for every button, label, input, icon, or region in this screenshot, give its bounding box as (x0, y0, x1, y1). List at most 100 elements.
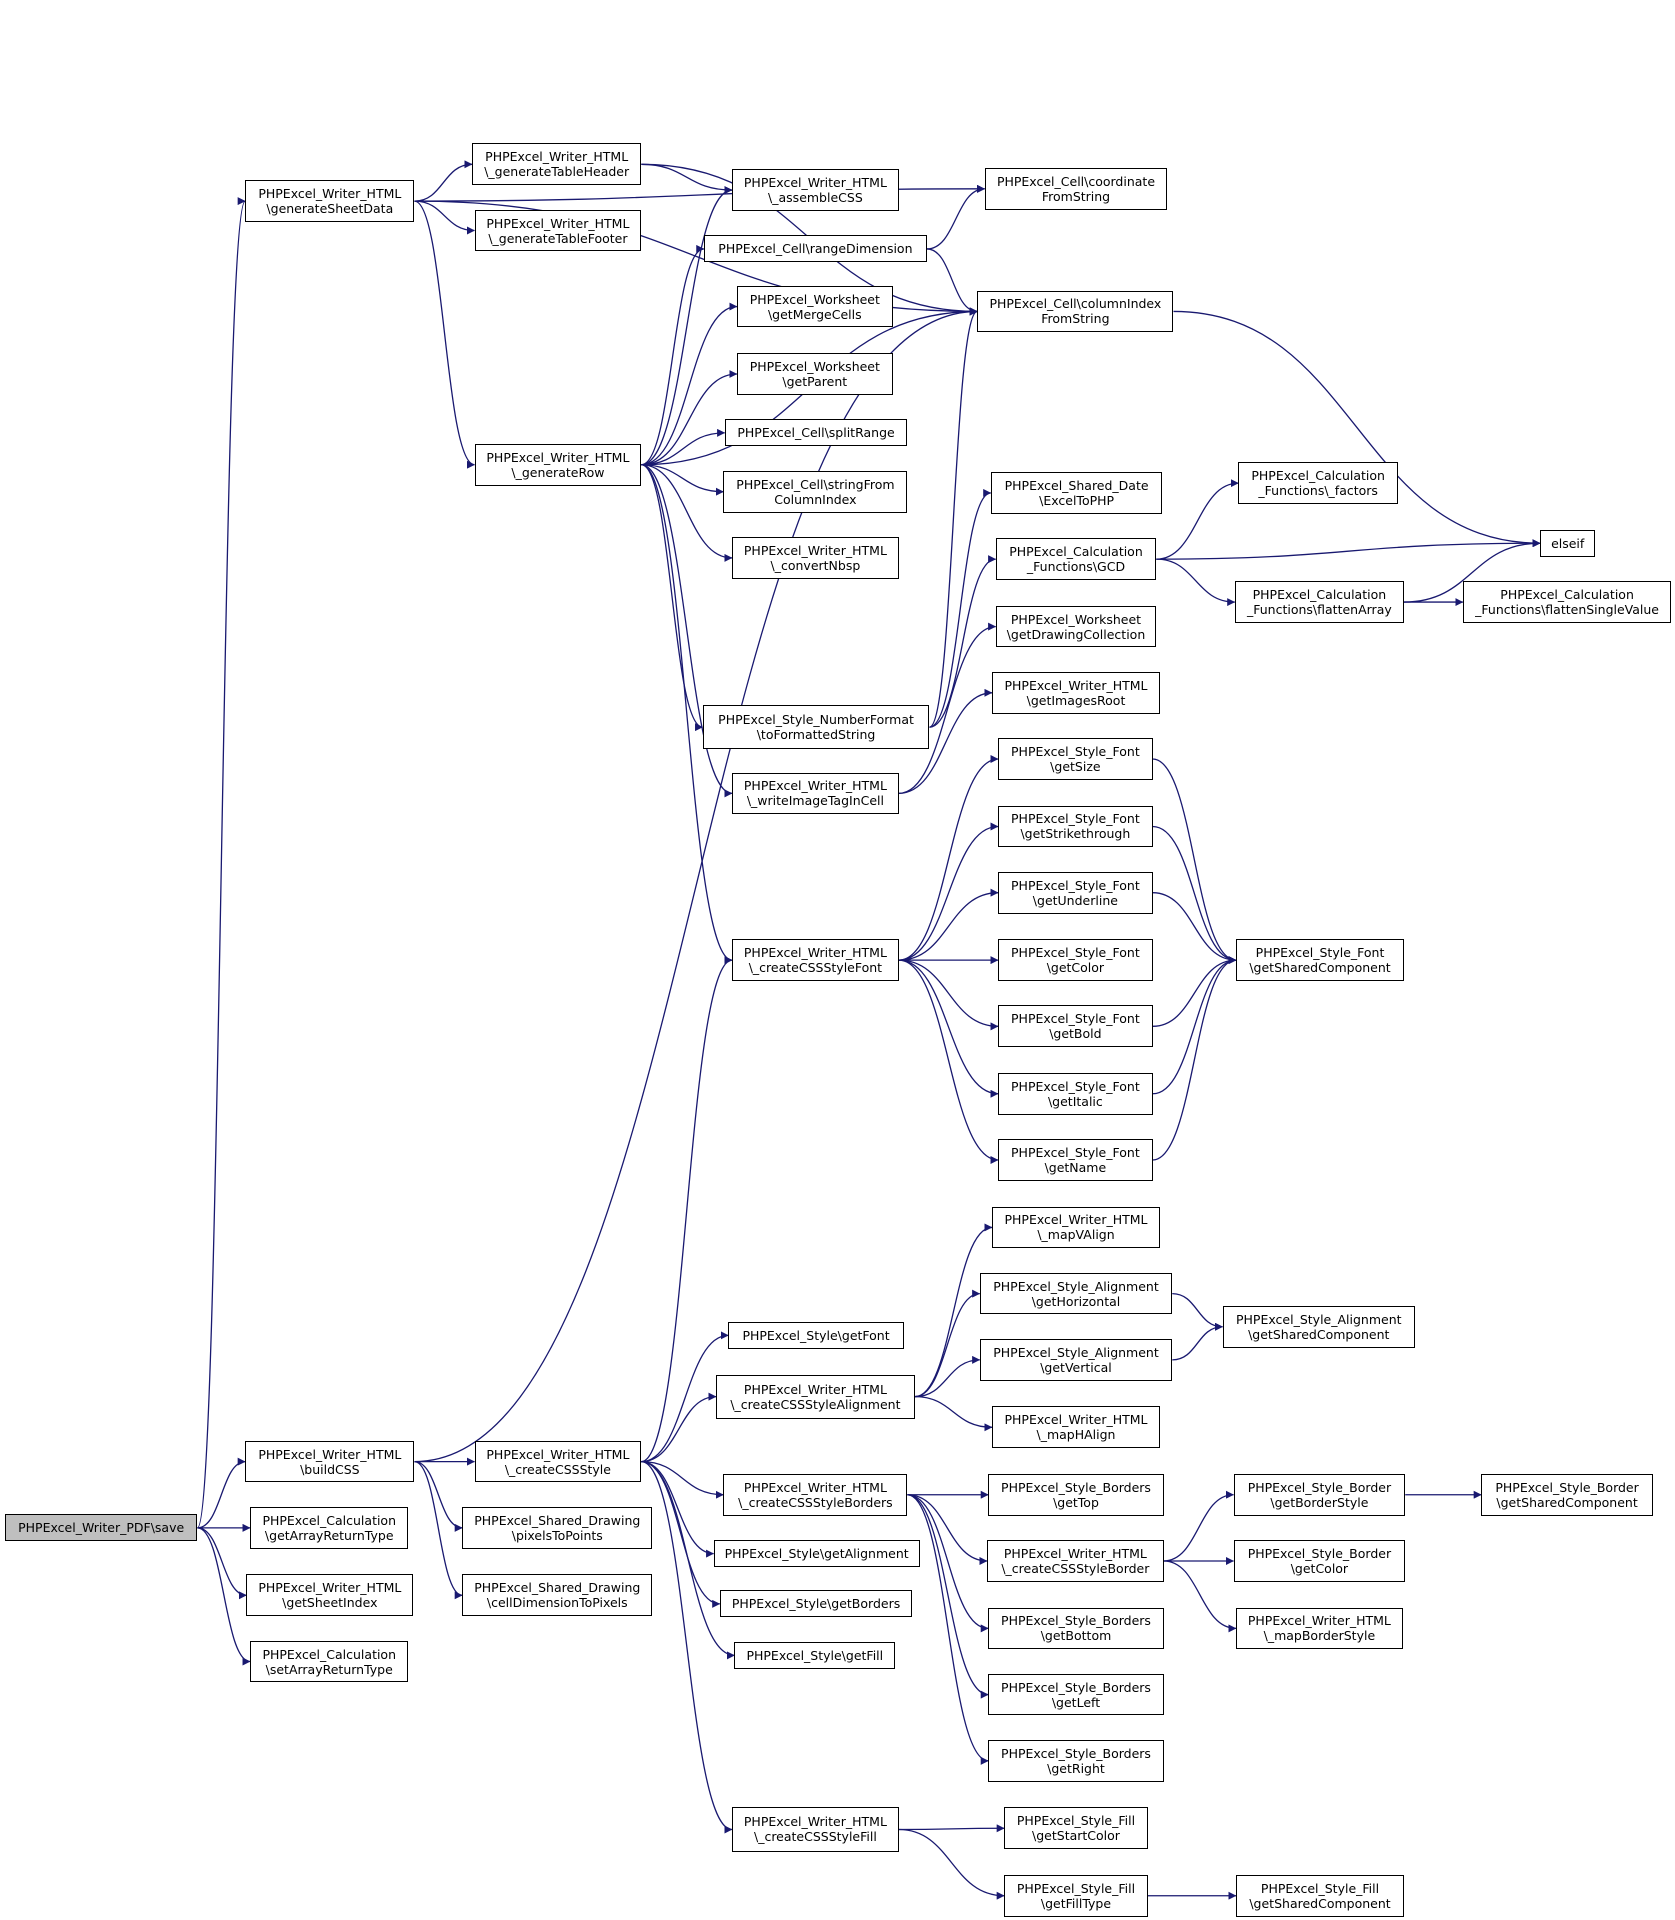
node-createCSSStyle[interactable]: PHPExcel_Writer_HTML\_createCSSStyle (474, 1440, 642, 1483)
node-assembleCSS[interactable]: PHPExcel_Writer_HTML\_assembleCSS (732, 169, 899, 211)
node-splitRange[interactable]: PHPExcel_Cell\splitRange (724, 419, 908, 447)
node-alignGetHorizontal[interactable]: PHPExcel_Style_Alignment\getHorizontal (979, 1272, 1173, 1315)
edge-createCSSStyleFill-to-fillGetStartColor (898, 1824, 1005, 1833)
node-label-line: \_writeImageTagInCell (746, 793, 884, 809)
node-label-line: \getArrayReturnType (264, 1527, 394, 1543)
node-fontGetSize[interactable]: PHPExcel_Style_Font\getSize (998, 738, 1153, 780)
node-mapBorderStyle[interactable]: PHPExcel_Writer_HTML\_mapBorderStyle (1236, 1607, 1403, 1650)
edge-alignGetVertical-to-alignGetSharedComponent (1172, 1322, 1223, 1361)
edge-fontGetBold-to-fontGetSharedComponent (1152, 956, 1237, 1027)
node-label-line: PHPExcel_Style_Fill (1016, 1880, 1136, 1896)
node-fillGetSharedComponent[interactable]: PHPExcel_Style_Fill\getSharedComponent (1236, 1874, 1404, 1917)
node-borderGetSharedComponent[interactable]: PHPExcel_Style_Border\getSharedComponent (1481, 1473, 1653, 1516)
node-label-line: PHPExcel_Style_Border (1495, 1479, 1639, 1495)
node-elseif[interactable]: elseif (1540, 529, 1596, 557)
edge-generateRow-to-writeImageTagInCell (641, 464, 733, 798)
edge-fontGetItalic-to-fontGetSharedComponent (1152, 956, 1237, 1095)
node-getSheetIndex[interactable]: PHPExcel_Writer_HTML\getSheetIndex (246, 1574, 414, 1617)
edge-save-to-generateSheetData (196, 197, 246, 1529)
node-label-line: PHPExcel_Worksheet (1010, 611, 1142, 627)
node-createCSSStyleFill[interactable]: PHPExcel_Writer_HTML\_createCSSStyleFill (732, 1807, 899, 1852)
node-label-line: \getStrikethrough (1020, 826, 1131, 842)
node-label-line: \_createCSSStyleFont (748, 960, 883, 976)
node-createCSSStyleBorder[interactable]: PHPExcel_Writer_HTML\_createCSSStyleBord… (987, 1540, 1164, 1582)
node-label-line: \_createCSSStyle (504, 1461, 611, 1477)
node-createCSSStyleBorders[interactable]: PHPExcel_Writer_HTML\_createCSSStyleBord… (723, 1473, 908, 1516)
node-fontGetColor[interactable]: PHPExcel_Style_Font\getColor (998, 939, 1153, 981)
node-getMergeCells[interactable]: PHPExcel_Worksheet\getMergeCells (736, 285, 893, 328)
node-factors[interactable]: PHPExcel_Calculation_Functions\_factors (1238, 462, 1398, 504)
node-label-line: \toFormattedString (756, 727, 876, 743)
node-bordersGetLeft[interactable]: PHPExcel_Style_Borders\getLeft (988, 1673, 1164, 1716)
node-flattenArray[interactable]: PHPExcel_Calculation_Functions\flattenAr… (1234, 581, 1404, 623)
node-bordersGetTop[interactable]: PHPExcel_Style_Borders\getTop (988, 1473, 1164, 1516)
edge-GCD-to-elseif (1156, 539, 1541, 560)
node-fontGetName[interactable]: PHPExcel_Style_Font\getName (998, 1139, 1153, 1181)
node-getImagesRoot[interactable]: PHPExcel_Writer_HTML\getImagesRoot (992, 671, 1160, 714)
node-rangeDimension[interactable]: PHPExcel_Cell\rangeDimension (703, 235, 927, 263)
node-cellDimensionToPixels[interactable]: PHPExcel_Shared_Drawing\cellDimensionToP… (462, 1574, 653, 1617)
node-label-line: \getBottom (1040, 1628, 1112, 1644)
node-alignGetSharedComponent[interactable]: PHPExcel_Style_Alignment\getSharedCompon… (1222, 1305, 1416, 1348)
node-label-line: PHPExcel_Worksheet (749, 291, 880, 307)
node-mapVAlign[interactable]: PHPExcel_Writer_HTML\_mapVAlign (992, 1206, 1160, 1249)
node-bordersGetRight[interactable]: PHPExcel_Style_Borders\getRight (988, 1739, 1164, 1782)
node-label-line: \getRight (1047, 1760, 1105, 1776)
node-label-line: ColumnIndex (774, 491, 857, 507)
node-createCSSStyleFont[interactable]: PHPExcel_Writer_HTML\_createCSSStyleFont (732, 939, 899, 981)
node-writeImageTagInCell[interactable]: PHPExcel_Writer_HTML\_writeImageTagInCel… (732, 772, 899, 815)
edge-generateSheetData-to-generateTableHeader (414, 160, 473, 202)
node-getArrayReturnType[interactable]: PHPExcel_Calculation\getArrayReturnType (250, 1507, 409, 1549)
node-mapHAlign[interactable]: PHPExcel_Writer_HTML\_mapHAlign (992, 1406, 1160, 1449)
node-setArrayReturnType[interactable]: PHPExcel_Calculation\setArrayReturnType (250, 1640, 409, 1683)
node-toFormattedString[interactable]: PHPExcel_Style_NumberFormat\toFormattedS… (702, 705, 930, 750)
node-generateSheetData[interactable]: PHPExcel_Writer_HTML\generateSheetData (245, 180, 415, 222)
node-alignGetVertical[interactable]: PHPExcel_Style_Alignment\getVertical (979, 1339, 1173, 1381)
edge-writeImageTagInCell-to-getImagesRoot (898, 688, 993, 795)
node-fontGetBold[interactable]: PHPExcel_Style_Font\getBold (998, 1005, 1153, 1048)
node-generateRow[interactable]: PHPExcel_Writer_HTML\_generateRow (474, 443, 642, 486)
edge-createCSSStyle-to-styleGetFill (641, 1460, 735, 1660)
node-save[interactable]: PHPExcel_Writer_PDF\save (4, 1514, 198, 1542)
node-GCD[interactable]: PHPExcel_Calculation_Functions\GCD (995, 538, 1157, 580)
node-label-line: PHPExcel_Style_Fill (1016, 1813, 1136, 1829)
node-label-line: PHPExcel_Style_NumberFormat (718, 712, 914, 728)
node-fillGetFillType[interactable]: PHPExcel_Style_Fill\getFillType (1004, 1874, 1148, 1917)
node-label-line: FromString (1041, 188, 1111, 204)
node-label-line: PHPExcel_Writer_HTML (486, 449, 630, 465)
node-convertNbsp[interactable]: PHPExcel_Writer_HTML\_convertNbsp (732, 537, 899, 579)
node-generateTableHeader[interactable]: PHPExcel_Writer_HTML\_generateTableHeade… (472, 143, 642, 186)
node-label-line: PHPExcel_Writer_HTML (743, 542, 887, 558)
node-buildCSS[interactable]: PHPExcel_Writer_HTML\buildCSS (245, 1440, 415, 1483)
node-fontGetUnderline[interactable]: PHPExcel_Style_Font\getUnderline (998, 871, 1153, 914)
node-label-line: \getBold (1049, 1026, 1102, 1042)
edge-columnIndexFromString-to-elseif (1173, 310, 1541, 548)
node-getParent[interactable]: PHPExcel_Worksheet\getParent (736, 353, 893, 395)
node-fontGetStrikethrough[interactable]: PHPExcel_Style_Font\getStrikethrough (998, 805, 1153, 848)
node-createCSSStyleAlignment[interactable]: PHPExcel_Writer_HTML\_createCSSStyleAlig… (716, 1374, 915, 1419)
node-styleGetBorders[interactable]: PHPExcel_Style\getBorders (719, 1590, 913, 1618)
node-styleGetAlignment[interactable]: PHPExcel_Style\getAlignment (713, 1540, 920, 1568)
node-getDrawingCollection[interactable]: PHPExcel_Worksheet\getDrawingCollection (995, 605, 1157, 648)
node-bordersGetBottom[interactable]: PHPExcel_Style_Borders\getBottom (988, 1607, 1164, 1650)
node-fontGetItalic[interactable]: PHPExcel_Style_Font\getItalic (998, 1072, 1153, 1115)
node-pixelsToPoints[interactable]: PHPExcel_Shared_Drawing\pixelsToPoints (462, 1507, 653, 1549)
node-borderGetBorderStyle[interactable]: PHPExcel_Style_Border\getBorderStyle (1233, 1473, 1406, 1516)
node-flattenSingleValue[interactable]: PHPExcel_Calculation_Functions\flattenSi… (1462, 581, 1672, 623)
node-fillGetStartColor[interactable]: PHPExcel_Style_Fill\getStartColor (1004, 1807, 1148, 1850)
node-styleGetFont[interactable]: PHPExcel_Style\getFont (728, 1321, 904, 1349)
edge-generateRow-to-convertNbsp (641, 464, 733, 562)
edge-buildCSS-to-cellDimensionToPixels (414, 1460, 463, 1600)
node-label-line: \setArrayReturnType (265, 1661, 393, 1677)
node-generateTableFooter[interactable]: PHPExcel_Writer_HTML\_generateTableFoote… (474, 209, 642, 252)
node-excelToPHP[interactable]: PHPExcel_Shared_Date\ExcelToPHP (990, 472, 1163, 514)
node-label-line: PHPExcel_Writer_HTML (743, 778, 887, 794)
node-fontGetSharedComponent[interactable]: PHPExcel_Style_Font\getSharedComponent (1236, 939, 1404, 981)
node-borderGetColor[interactable]: PHPExcel_Style_Border\getColor (1233, 1540, 1406, 1582)
node-label-line: \getSharedComponent (1249, 960, 1391, 976)
node-label-line: \getSharedComponent (1496, 1494, 1638, 1510)
node-styleGetFill[interactable]: PHPExcel_Style\getFill (734, 1641, 896, 1669)
